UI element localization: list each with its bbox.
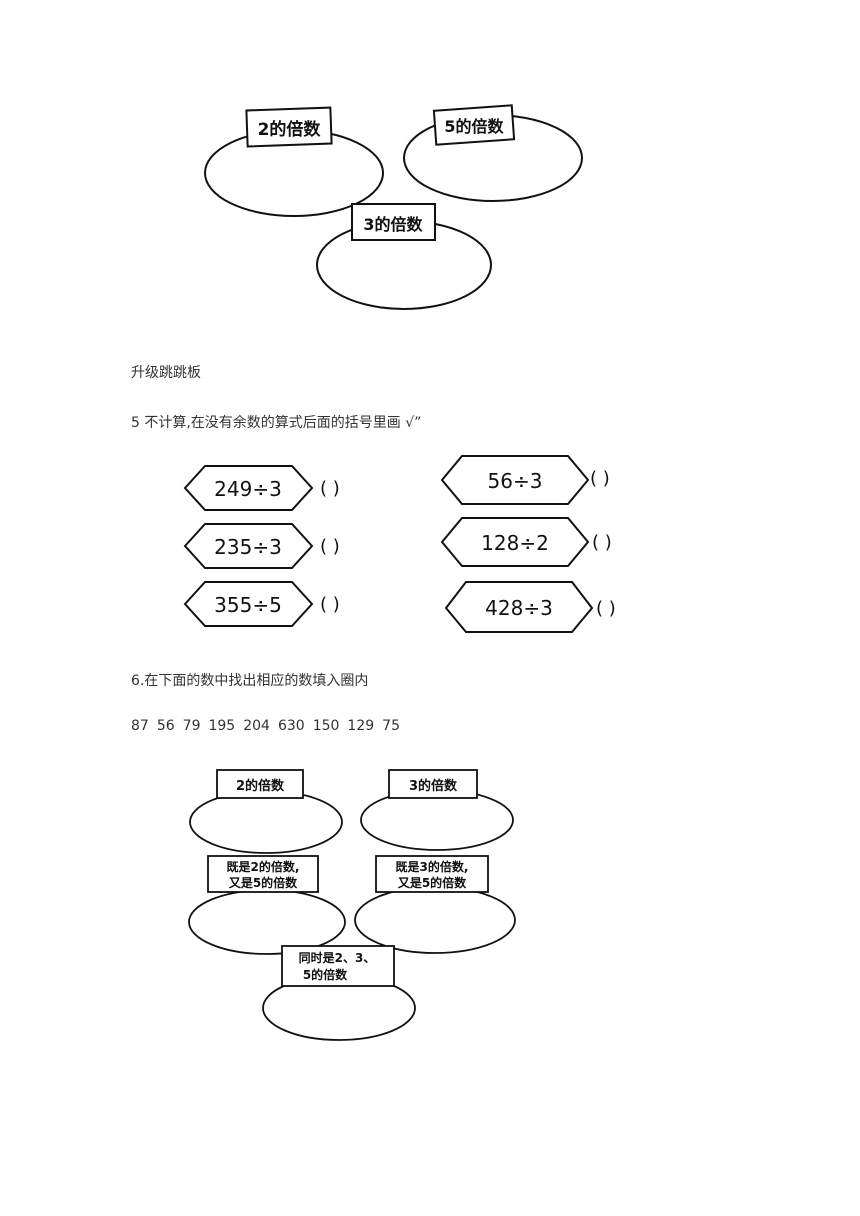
number-item: 87 bbox=[131, 718, 149, 734]
expr-item-4: 56÷3 ( ) bbox=[440, 455, 610, 505]
answer-bracket-3[interactable]: ( ) bbox=[320, 594, 340, 615]
expr-item-6: 428÷3 ( ) bbox=[444, 581, 616, 633]
expr-item-5: 128÷2 ( ) bbox=[440, 517, 612, 567]
label-q6-2-3-5-line1: 同时是2、3、 bbox=[299, 950, 376, 965]
expr-item-1: 249÷3 ( ) bbox=[183, 465, 340, 511]
expr-item-3: 355÷5 ( ) bbox=[183, 581, 340, 627]
question-6-prompt: 6.在下面的数中找出相应的数填入圈内 bbox=[131, 673, 369, 689]
expr-text-5: 128÷2 bbox=[481, 531, 549, 555]
label-q6-3-and-5-line2: 又是5的倍数 bbox=[397, 875, 467, 890]
answer-bracket-1[interactable]: ( ) bbox=[320, 478, 340, 499]
label-multiples-of-2: 2的倍数 bbox=[258, 119, 322, 140]
expr-text-6: 428÷3 bbox=[485, 596, 553, 620]
label-q6-3-and-5-line1: 既是3的倍数, bbox=[396, 859, 469, 874]
question-5-prompt: 5 不计算,在没有余数的算式后面的括号里画 √” bbox=[131, 415, 422, 431]
oval-q6-multiples-of-2[interactable] bbox=[189, 790, 343, 854]
expr-text-2: 235÷3 bbox=[214, 535, 282, 559]
answer-bracket-6[interactable]: ( ) bbox=[596, 598, 616, 619]
expr-text-4: 56÷3 bbox=[488, 469, 543, 493]
answer-bracket-4[interactable]: ( ) bbox=[590, 468, 610, 489]
expr-item-2: 235÷3 ( ) bbox=[183, 523, 340, 569]
section-title-upgrade: 升级跳跳板 bbox=[131, 365, 201, 381]
q5-expressions: 249÷3 ( ) 235÷3 ( ) 355÷5 ( ) 56÷3 ( ) 1… bbox=[183, 455, 616, 633]
number-item: 195 bbox=[208, 718, 236, 734]
oval-q6-multiples-of-3-and-5[interactable] bbox=[354, 886, 516, 954]
answer-bracket-5[interactable]: ( ) bbox=[592, 532, 612, 553]
label-q6-2-and-5-line1: 既是2的倍数, bbox=[227, 859, 300, 874]
oval-q6-multiples-of-3[interactable] bbox=[360, 789, 514, 851]
expr-text-3: 355÷5 bbox=[214, 593, 282, 617]
number-item: 630 bbox=[277, 718, 305, 734]
expr-text-1: 249÷3 bbox=[214, 477, 282, 501]
multiples-diagram-top: 2的倍数 5的倍数 3的倍数 bbox=[204, 104, 583, 310]
label-multiples-of-3: 3的倍数 bbox=[363, 215, 423, 234]
label-q6-multiples-of-2: 2的倍数 bbox=[236, 778, 285, 794]
answer-bracket-2[interactable]: ( ) bbox=[320, 536, 340, 557]
label-q6-2-3-5-line2: 5的倍数 bbox=[303, 967, 348, 982]
number-list: 87 56 79 195 204 630 150 129 75 bbox=[131, 718, 408, 734]
number-item: 56 bbox=[156, 718, 175, 734]
oval-q6-multiples-of-2-and-5[interactable] bbox=[188, 889, 346, 955]
label-q6-2-and-5-line2: 又是5的倍数 bbox=[228, 875, 298, 890]
label-multiples-of-5: 5的倍数 bbox=[444, 117, 504, 136]
label-q6-multiples-of-3: 3的倍数 bbox=[409, 778, 458, 794]
number-item: 79 bbox=[182, 718, 201, 734]
number-item: 75 bbox=[382, 718, 400, 734]
number-item: 150 bbox=[312, 718, 340, 734]
number-item: 129 bbox=[347, 718, 375, 734]
number-item: 204 bbox=[243, 718, 270, 734]
multiples-diagram-q6: 2的倍数 3的倍数 既是2的倍数, 又是5的倍数 既是3的倍数, 又是5的倍数 … bbox=[188, 769, 516, 1041]
